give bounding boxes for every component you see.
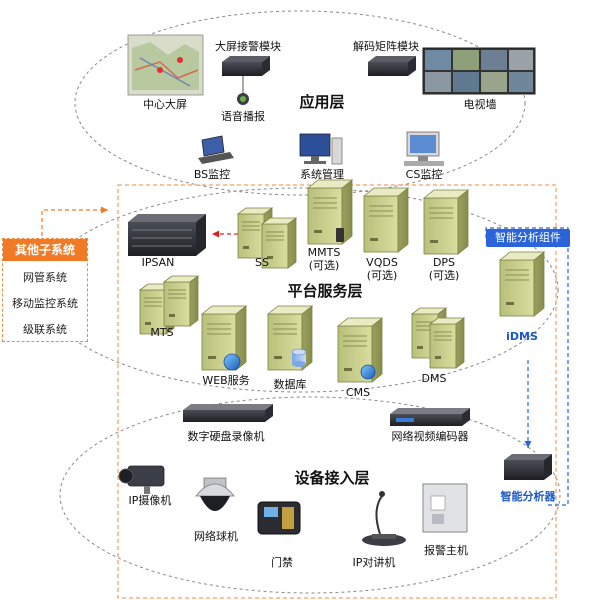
alarm-host-label: 报警主机 <box>424 544 468 557</box>
alarm-host-icon <box>422 483 468 533</box>
system-mgmt-label: 系统管理 <box>300 168 344 181</box>
application-layer-ellipse <box>74 10 526 196</box>
other-system-item: 级联系统 <box>23 323 67 336</box>
idms-server-icon <box>499 251 545 317</box>
dms-server-icon-2 <box>429 317 465 369</box>
decode-matrix-device <box>368 56 416 76</box>
device-layer-ellipse <box>59 396 561 594</box>
dvr-device <box>183 404 273 422</box>
other-systems-connector <box>41 206 108 236</box>
smart-component-tag: 智能分析组件 <box>486 229 570 247</box>
ip-camera-label: IP摄像机 <box>128 494 172 507</box>
dome-camera-label: 网络球机 <box>194 530 238 543</box>
device-layer-title: 设备接入层 <box>294 469 370 487</box>
vqds-optional-label: (可选) <box>366 269 398 282</box>
cs-monitor-icon <box>404 131 444 166</box>
cms-label: CMS <box>345 386 371 399</box>
access-control-icon <box>257 501 301 535</box>
vqds-label: VQDS <box>366 256 398 269</box>
dps-server-icon <box>423 189 469 255</box>
big-screen-alarm-label: 大屏接警模块 <box>215 40 281 53</box>
other-systems-panel: 其他子系统 网管系统 移动监控系统 级联系统 <box>2 238 88 342</box>
cs-monitor-label: CS监控 <box>405 168 443 181</box>
dms-label: DMS <box>421 372 447 385</box>
cms-globe-icon <box>360 364 376 380</box>
mmts-server-icon <box>307 179 353 245</box>
tv-wall-screens <box>422 47 536 95</box>
dome-camera-icon <box>195 477 235 511</box>
dps-optional-label: (可选) <box>428 269 460 282</box>
globe-icon <box>223 353 241 371</box>
cms-server-icon <box>337 317 383 383</box>
database-label: 数据库 <box>273 378 307 391</box>
ss-label: SS <box>255 256 269 269</box>
access-control-label: 门禁 <box>271 556 293 569</box>
encoder-device <box>390 408 470 426</box>
smart-analyzer-device <box>504 454 552 480</box>
ip-camera-icon <box>118 465 165 494</box>
tv-wall-label: 电视墙 <box>463 98 497 111</box>
voice-speaker-icon <box>237 93 249 105</box>
ipsan-rack-icon <box>128 214 206 256</box>
vqds-server-icon <box>363 187 409 253</box>
web-service-label: WEB服务 <box>202 374 250 387</box>
big-screen-alarm-device <box>222 56 270 76</box>
platform-layer-title: 平台服务层 <box>287 282 363 300</box>
idms-label: iDMS <box>506 330 538 343</box>
smart-analysis-link <box>485 227 569 506</box>
application-layer-title: 应用层 <box>299 93 345 111</box>
smart-analyzer-label: 智能分析器 <box>500 490 556 503</box>
ip-intercom-icon <box>362 491 406 546</box>
central-screen-label: 中心大屏 <box>143 98 187 111</box>
other-system-item: 移动监控系统 <box>12 297 78 310</box>
dvr-label: 数字硬盘录像机 <box>187 430 265 443</box>
ipsan-label: IPSAN <box>141 256 175 269</box>
central-screen-map <box>127 34 204 96</box>
platform-frame <box>117 184 557 599</box>
bs-monitor-icon <box>198 135 234 164</box>
voice-broadcast-label: 语音播报 <box>221 110 265 123</box>
mmts-label: MMTS <box>307 246 341 259</box>
mts-server-icon-2 <box>163 275 199 327</box>
database-cylinder-icon <box>291 348 307 367</box>
system-mgmt-icon <box>299 133 343 165</box>
mmts-phone-icon <box>336 228 344 242</box>
other-system-item: 网管系统 <box>23 271 67 284</box>
dps-label: DPS <box>432 256 456 269</box>
decode-matrix-label: 解码矩阵模块 <box>353 40 419 53</box>
bs-monitor-label: BS监控 <box>193 168 231 181</box>
mts-label: MTS <box>150 326 174 339</box>
encoder-label: 网络视频编码器 <box>391 430 469 443</box>
ip-intercom-label: IP对讲机 <box>352 556 396 569</box>
platform-layer-ellipse <box>41 187 559 393</box>
mmts-optional-label: (可选) <box>308 259 340 272</box>
other-systems-title: 其他子系统 <box>3 239 87 261</box>
